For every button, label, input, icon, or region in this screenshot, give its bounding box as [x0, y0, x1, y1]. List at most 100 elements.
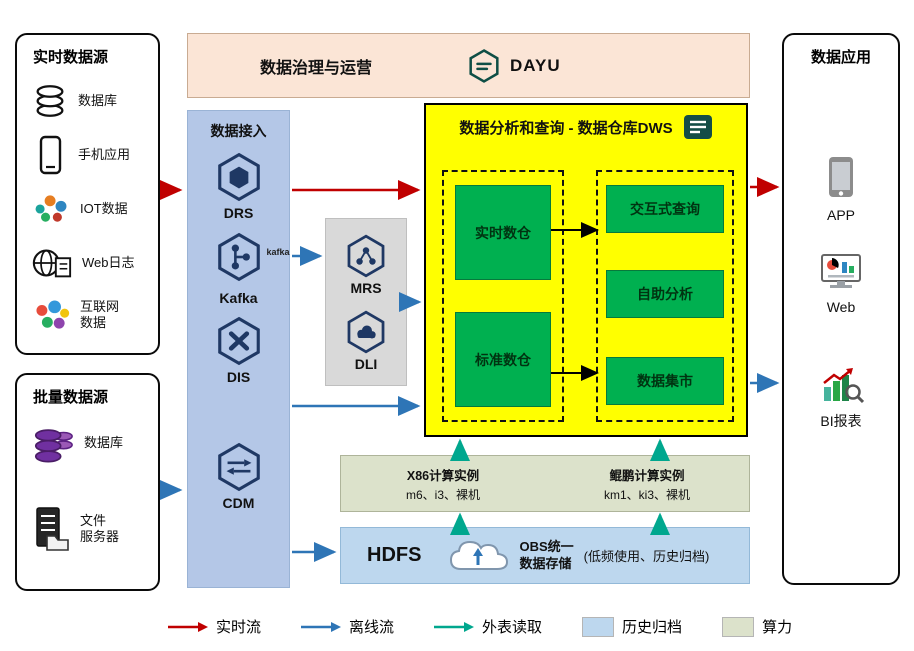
compute-x86: X86计算实例 m6、i3、裸机 — [341, 456, 545, 511]
legend-item-realtime: 实时流 — [168, 616, 261, 637]
web-icon — [821, 254, 861, 288]
ingestion-item-dis: DIS — [188, 315, 289, 385]
dis-icon — [217, 316, 260, 366]
batch-sources-panel: 批量数据源 数据库 文件 服务器 — [15, 373, 160, 591]
obs-cloud-icon — [450, 540, 509, 570]
source-item-batch-database: 数据库 — [31, 417, 123, 469]
applications-title: 数据应用 — [810, 49, 871, 66]
service-interactive-query: 交互式查询 — [606, 185, 724, 233]
source-item-database: 数据库 — [31, 79, 117, 123]
application-label: APP — [826, 207, 855, 223]
legend-label: 离线流 — [349, 619, 395, 636]
ingestion-label: CDM — [222, 495, 255, 511]
ingestion-item-kafka: kafka Kafka — [188, 231, 290, 306]
ingestion-label: DRS — [223, 205, 254, 221]
app-icon — [829, 157, 853, 197]
source-item-iot: IOT数据 — [31, 187, 128, 231]
ingestion-item-cdm: CDM — [188, 441, 289, 511]
legend-label: 历史归档 — [622, 619, 683, 636]
realtime-sources-title: 实时数据源 — [33, 49, 109, 66]
internet-data-icon — [36, 300, 70, 329]
processing-item-dli: DLI — [326, 309, 406, 372]
batch-sources-title: 批量数据源 — [33, 389, 109, 406]
compute-kunpeng-title: 鲲鹏计算实例 — [609, 468, 685, 483]
compute-kunpeng-spec: km1、ki3、裸机 — [603, 487, 690, 502]
hdfs-label: HDFS — [367, 544, 422, 566]
realtime-sources-panel: 实时数据源 数据库 手机应用 IOT数据 — [15, 33, 160, 355]
database-icon — [36, 85, 64, 117]
source-label: 文件 服务器 — [80, 512, 120, 544]
source-item-mobile: 手机应用 — [31, 133, 130, 177]
warehouse-standard: 标准数仓 — [455, 312, 551, 407]
dws-header: 数据分析和查询 - 数据仓库DWS — [426, 105, 746, 140]
cdm-icon — [217, 442, 260, 492]
kafka-brand-label: kafka — [266, 247, 290, 257]
drs-icon — [217, 152, 260, 202]
dayu-logo: DAYU — [466, 47, 561, 85]
dws-panel: 数据分析和查询 - 数据仓库DWS 实时数仓 标准数仓 交互式查询 自助分析 数… — [424, 103, 748, 437]
iot-icon — [35, 195, 67, 222]
realtime-arrow-icon — [168, 621, 208, 632]
dayu-icon — [469, 49, 499, 83]
bi-report-icon — [823, 368, 864, 404]
file-server-icon — [36, 507, 69, 551]
source-label: IOT数据 — [80, 200, 128, 216]
governance-banner: 数据治理与运营 DAYU — [187, 33, 750, 98]
compute-panel: X86计算实例 m6、i3、裸机 鲲鹏计算实例 km1、ki3、裸机 — [340, 455, 750, 512]
mobile-app-icon — [39, 135, 62, 175]
source-item-internet: 互联网 数据 — [31, 293, 119, 337]
legend-item-archive: 历史归档 — [582, 616, 682, 637]
archive-swatch — [582, 616, 615, 637]
legend-label: 实时流 — [216, 619, 262, 636]
processing-label: MRS — [350, 280, 382, 296]
compute-x86-spec: m6、i3、裸机 — [405, 487, 480, 502]
mrs-icon — [347, 234, 385, 278]
ingestion-panel: 数据接入 DRS kafka Kafka — [187, 110, 290, 588]
processing-panel: MRS DLI — [325, 218, 407, 386]
report-list-icon — [683, 115, 712, 139]
source-item-weblog: Web日志 — [31, 241, 135, 285]
application-label: BI报表 — [820, 413, 862, 429]
ingestion-label: DIS — [226, 369, 251, 385]
dws-title: 数据分析和查询 - 数据仓库DWS — [459, 119, 673, 137]
storage-panel: HDFS OBS统一 数据存储 (低频使用、历史归档) — [340, 527, 750, 584]
ingestion-item-drs: DRS — [188, 151, 289, 221]
source-label: 数据库 — [78, 92, 118, 108]
dayu-label: DAYU — [510, 56, 561, 75]
warehouse-group — [442, 170, 564, 422]
web-log-icon — [32, 249, 72, 278]
source-label: 互联网 数据 — [80, 298, 120, 330]
legend-label: 外表读取 — [482, 619, 543, 636]
compute-kunpeng: 鲲鹏计算实例 km1、ki3、裸机 — [545, 456, 749, 511]
legend-label: 算力 — [762, 619, 793, 636]
source-label: Web日志 — [82, 254, 135, 270]
ingestion-label: Kafka — [219, 290, 258, 306]
offline-arrow-icon — [301, 621, 342, 632]
service-data-mart: 数据集市 — [606, 357, 724, 405]
legend-item-compute: 算力 — [722, 616, 792, 637]
source-label: 数据库 — [84, 434, 124, 450]
database-cluster-icon — [34, 429, 73, 463]
legend-item-external: 外表读取 — [434, 616, 542, 637]
kafka-icon — [217, 232, 260, 282]
applications-panel: 数据应用 APP Web — [782, 33, 900, 585]
processing-label: DLI — [354, 356, 378, 372]
compute-swatch — [722, 616, 755, 637]
source-item-file-server: 文件 服务器 — [31, 501, 119, 557]
service-group — [596, 170, 734, 422]
ingestion-title: 数据接入 — [210, 123, 267, 139]
warehouse-realtime: 实时数仓 — [455, 185, 551, 280]
application-item-web: Web — [784, 253, 898, 315]
application-label: Web — [826, 299, 856, 315]
external-read-arrow-icon — [434, 621, 475, 632]
obs-label: OBS统一 数据存储 — [519, 538, 574, 571]
processing-item-mrs: MRS — [326, 233, 406, 296]
governance-title: 数据治理与运营 — [260, 60, 373, 77]
application-item-bi: BI报表 — [784, 365, 898, 431]
application-item-app: APP — [784, 153, 898, 223]
dli-icon — [347, 310, 385, 354]
source-label: 手机应用 — [78, 146, 131, 162]
legend: 实时流 离线流 外表读取 历史归档 算力 — [168, 616, 792, 637]
storage-note: (低频使用、历史归档) — [583, 549, 710, 564]
